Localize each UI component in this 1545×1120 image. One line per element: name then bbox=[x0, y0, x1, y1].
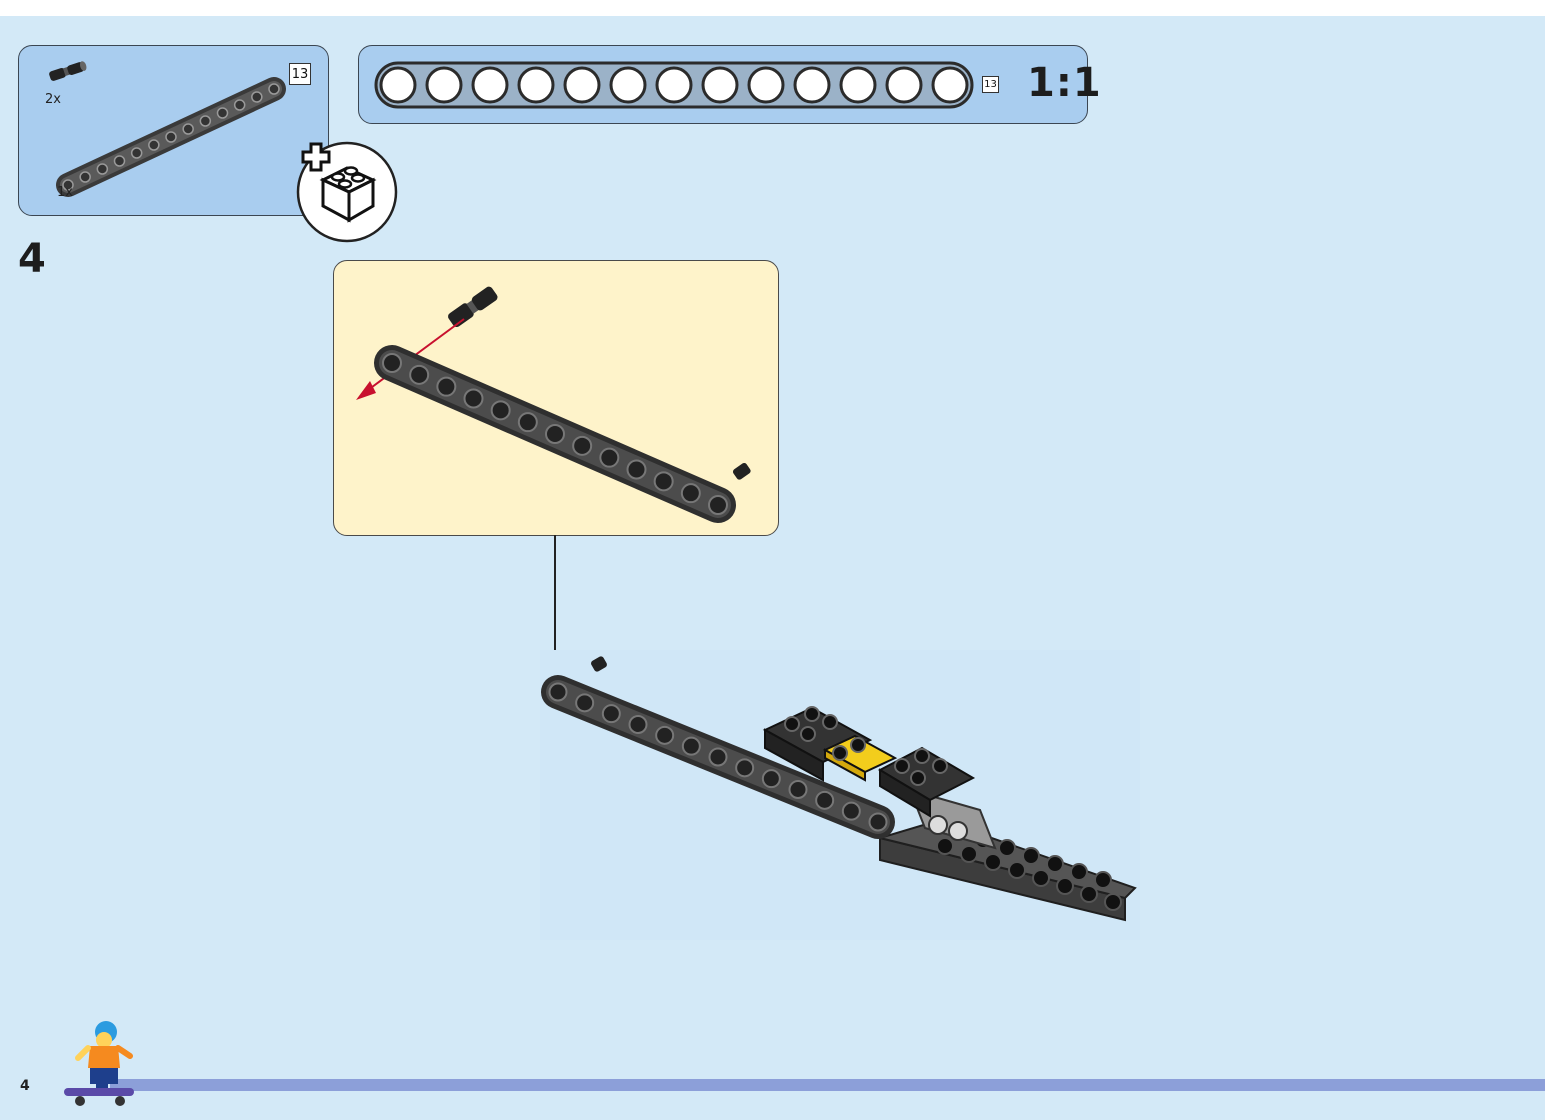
beam-quantity: 1x bbox=[57, 185, 73, 200]
ruler-hole bbox=[931, 66, 969, 104]
sub-assembly-illustration bbox=[356, 286, 751, 523]
add-brick-icon bbox=[296, 141, 398, 243]
beam-hole bbox=[708, 747, 728, 767]
beam-hole bbox=[761, 769, 781, 789]
stud bbox=[832, 745, 848, 761]
beam-hole bbox=[599, 447, 620, 468]
pin-quantity: 2x bbox=[45, 92, 61, 107]
technic-beam-13-icon bbox=[56, 77, 286, 197]
stud bbox=[1022, 847, 1040, 865]
ruler-hole bbox=[885, 66, 923, 104]
sub-assembly-callout bbox=[333, 260, 779, 536]
beam-hole bbox=[680, 483, 701, 504]
beam-hole bbox=[436, 376, 457, 397]
beam-hole bbox=[382, 353, 402, 373]
step-number: 4 bbox=[18, 236, 46, 282]
beam-hole bbox=[113, 155, 126, 167]
top-margin bbox=[0, 0, 1545, 16]
beam-hole bbox=[601, 704, 621, 724]
beam-hole bbox=[130, 147, 143, 159]
scale-label: 1:1 bbox=[1027, 60, 1102, 106]
beam-hole bbox=[655, 725, 675, 745]
pin-with-friction-icon bbox=[49, 61, 87, 81]
stud bbox=[1070, 863, 1088, 881]
beam-hole bbox=[268, 83, 280, 95]
stud bbox=[936, 837, 954, 855]
beam-hole bbox=[409, 364, 430, 385]
ruler-hole bbox=[609, 66, 647, 104]
stud bbox=[894, 758, 910, 774]
stud bbox=[914, 748, 930, 764]
stud bbox=[1032, 869, 1050, 887]
beam-hole bbox=[148, 139, 160, 151]
stud bbox=[1094, 871, 1112, 889]
ruler-hole bbox=[793, 66, 831, 104]
beam-hole bbox=[868, 812, 888, 832]
beam-hole bbox=[545, 424, 565, 444]
skateboarder-minifigure-icon bbox=[64, 1021, 134, 1106]
stud bbox=[1104, 893, 1122, 911]
stud bbox=[998, 839, 1016, 857]
ruler-hole bbox=[379, 66, 417, 104]
beam-hole bbox=[463, 388, 484, 409]
ruler-hole bbox=[563, 66, 601, 104]
beam-hole bbox=[517, 412, 538, 433]
ruler-hole bbox=[471, 66, 509, 104]
stud bbox=[1080, 885, 1098, 903]
stud bbox=[822, 714, 838, 730]
ruler-hole bbox=[701, 66, 739, 104]
pin-with-friction-icon bbox=[448, 286, 498, 328]
stud bbox=[932, 758, 948, 774]
stud bbox=[910, 770, 926, 786]
beam-hole bbox=[79, 171, 91, 183]
beam-hole bbox=[626, 459, 647, 480]
scale-ruler-panel: 13 1:1 bbox=[358, 45, 1101, 124]
beam-hole bbox=[681, 736, 701, 756]
beam-hole bbox=[628, 715, 648, 734]
stud bbox=[984, 853, 1002, 871]
ruler-hole bbox=[517, 66, 555, 104]
beam-hole bbox=[199, 115, 212, 127]
beam-hole bbox=[182, 123, 194, 135]
beam-length-badge: 13 bbox=[289, 63, 311, 85]
beam-hole bbox=[653, 471, 674, 492]
beam-hole bbox=[62, 179, 74, 191]
beam-hole bbox=[788, 780, 808, 799]
stud bbox=[784, 716, 800, 732]
beam-hole bbox=[251, 91, 263, 103]
ruler-hole bbox=[655, 66, 693, 104]
stud bbox=[1056, 877, 1074, 895]
beam-hole bbox=[572, 435, 593, 456]
beam-hole bbox=[815, 790, 835, 810]
ruler-hole bbox=[839, 66, 877, 104]
stud bbox=[1046, 855, 1064, 873]
ruler-hole bbox=[425, 66, 463, 104]
stud bbox=[804, 706, 820, 722]
parts-list-panel: 2x 1x 13 bbox=[18, 45, 329, 216]
beam-hole bbox=[96, 163, 109, 175]
beam-hole bbox=[841, 801, 861, 821]
stud bbox=[1008, 861, 1026, 879]
main-model-illustration bbox=[540, 650, 1140, 940]
stud bbox=[850, 737, 866, 753]
beam-hole bbox=[216, 107, 229, 119]
stud bbox=[960, 845, 978, 863]
beam-hole bbox=[735, 758, 755, 778]
footer-bar bbox=[110, 1079, 1545, 1091]
beam-hole bbox=[575, 693, 595, 713]
beam-hole bbox=[708, 495, 728, 515]
beam-hole bbox=[233, 99, 246, 111]
stud bbox=[800, 726, 816, 742]
beam-hole bbox=[548, 682, 568, 702]
ruler-length-badge: 13 bbox=[982, 76, 999, 93]
page-number: 4 bbox=[20, 1078, 30, 1094]
ruler-hole bbox=[747, 66, 785, 104]
beam-hole bbox=[165, 131, 177, 143]
technic-beam-ruler bbox=[374, 61, 974, 109]
beam-hole bbox=[490, 400, 511, 421]
